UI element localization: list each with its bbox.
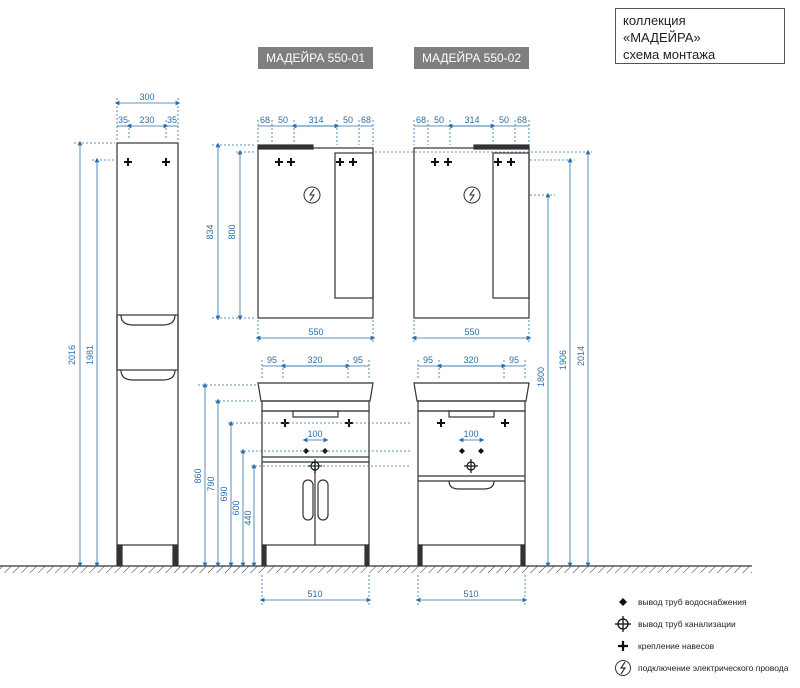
model-label-550-02: МАДЕЙРА 550-02 [414,47,529,69]
legend-sewer-outlet-text: вывод труб канализации [638,619,736,629]
legend-electric-connection-text: подключение электрического провода [638,663,789,673]
mirror-01-electric-icon [303,186,321,204]
mirror-02-mount-points [431,158,515,166]
dim-vanity02-95-left: 95 [423,355,433,365]
mirror-01-dims [212,120,376,343]
scheme-label: схема монтажа [623,47,716,62]
mirror-01-mount-points [275,158,357,166]
mirror-cabinet-02 [413,144,530,319]
vanity-02-water-outlets [459,448,484,454]
dim-vanity02-width: 510 [463,589,478,599]
column-dims [74,98,181,568]
dim-vanity02-320: 320 [463,355,478,365]
dim-height-600: 600 [231,500,241,515]
dim-mirror01-314: 314 [308,115,323,125]
dim-mirror01-width: 550 [308,327,323,337]
dim-mirror02-width: 550 [464,327,479,337]
dim-height-1906: 1906 [558,350,568,370]
dim-height-2014: 2014 [576,346,586,366]
column-cabinet [116,142,179,566]
dim-column-side-right: 35 [167,115,177,125]
dim-mirror01-834: 834 [205,224,215,239]
dim-height-860: 860 [193,468,203,483]
dim-vanity01-95-left: 95 [267,355,277,365]
dim-mirror02-50-right: 50 [499,115,509,125]
vanity-01-dims [198,360,410,605]
dim-column-height-full: 2016 [67,345,77,365]
dim-height-1800: 1800 [536,367,546,387]
vanity-02-sewer-outlet [464,459,478,473]
dim-vanity01-100: 100 [307,429,322,439]
dim-vanity01-95-right: 95 [353,355,363,365]
floor [0,565,752,573]
dim-column-height-hang: 1981 [85,345,95,365]
dim-column-side-left: 35 [118,115,128,125]
dim-mirror02-50-left: 50 [434,115,444,125]
dim-column-width: 300 [139,92,154,102]
water-outlet-icon [619,598,627,606]
dim-mirror01-50-right: 50 [343,115,353,125]
legend-water-outlet-text: вывод труб водоснабжения [638,597,747,607]
dim-height-440: 440 [243,510,253,525]
mirror-02-electric-icon [463,186,481,204]
dim-mirror02-68-left: 68 [416,115,426,125]
vanity-02-dims [375,149,592,605]
dim-mirror01-68-right: 68 [361,115,371,125]
title-box: коллекция «МАДЕЙРА» схема монтажа [615,8,785,64]
legend-mount-point-text: крепление навесов [638,641,715,651]
sewer-outlet-icon [615,616,631,632]
electric-connection-icon [615,660,631,676]
dim-height-790: 790 [206,476,216,491]
dim-mirror01-800: 800 [227,224,237,239]
dim-height-690: 690 [219,486,229,501]
collection-name: «МАДЕЙРА» [623,30,701,45]
dim-mirror02-68-right: 68 [517,115,527,125]
model-label-550-01: МАДЕЙРА 550-01 [258,47,373,69]
vanity-02-mount-points [437,419,509,427]
column-mount-points [124,158,170,166]
dim-vanity01-320: 320 [307,355,322,365]
dim-mirror01-50-left: 50 [278,115,288,125]
mount-point-icon [618,641,628,651]
vanity-01 [257,382,374,566]
collection-label: коллекция [623,13,686,28]
dim-vanity02-95-right: 95 [509,355,519,365]
mirror-02-dims [411,120,532,343]
vanity-02 [413,382,530,566]
dim-column-between: 230 [139,115,154,125]
mirror-cabinet-01 [257,144,374,319]
dim-vanity02-100: 100 [463,429,478,439]
dim-vanity01-width: 510 [307,589,322,599]
dim-mirror01-68-left: 68 [260,115,270,125]
dim-mirror02-314: 314 [464,115,479,125]
